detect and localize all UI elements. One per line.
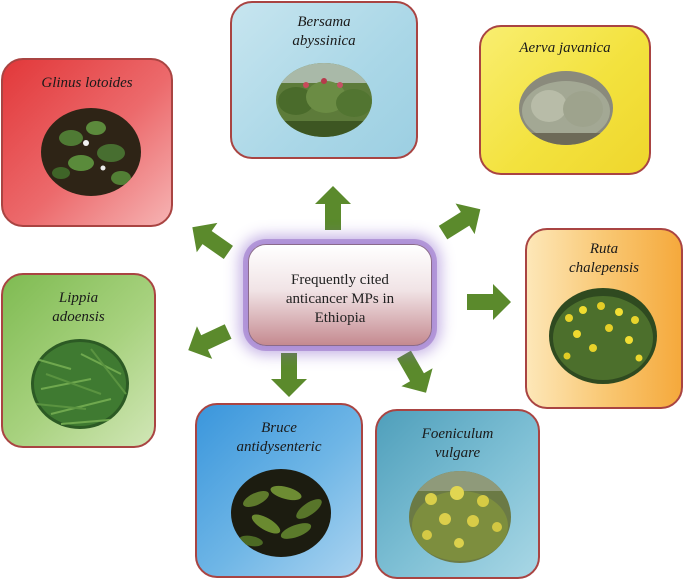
arrow-to-foeniculum	[388, 346, 441, 402]
plant-photo	[31, 339, 129, 429]
plant-card-ruta-chalepensis: Ruta chalepensis	[525, 228, 683, 409]
plant-photo	[519, 71, 613, 145]
plant-name: Bruce antidysenteric	[197, 419, 361, 457]
arrow-to-glinus	[182, 212, 239, 267]
plant-photo	[409, 471, 511, 563]
plant-card-aerva-javanica: Aerva javanica	[479, 25, 651, 175]
plant-card-lippia-adoensis: Lippia adoensis	[1, 273, 156, 448]
plant-photo	[41, 108, 141, 196]
plant-name: Foeniculum vulgare	[377, 425, 538, 463]
plant-card-bruce-antidysenteric: Bruce antidysenteric	[195, 403, 363, 578]
plant-name: Ruta chalepensis	[527, 240, 681, 278]
plant-name: Glinus lotoides	[3, 74, 171, 93]
arrow-to-bruce	[271, 353, 307, 397]
plant-card-foeniculum-vulgare: Foeniculum vulgare	[375, 409, 540, 579]
plant-name: Bersama abyssinica	[232, 13, 416, 51]
plant-photo	[276, 63, 372, 137]
arrow-to-lippia	[181, 315, 236, 366]
plant-card-bersama-abyssinica: Bersama abyssinica	[230, 1, 418, 159]
arrow-to-aerva	[434, 194, 490, 248]
plant-name: Aerva javanica	[481, 39, 649, 58]
arrow-to-bersama	[315, 186, 351, 230]
arrow-to-ruta	[467, 284, 511, 320]
plant-photo	[231, 469, 331, 557]
plant-card-glinus-lotoides: Glinus lotoides	[1, 58, 173, 227]
plant-name: Lippia adoensis	[3, 289, 154, 327]
center-topic-box: Frequently cited anticancer MPs in Ethio…	[248, 244, 432, 346]
center-topic-text: Frequently cited anticancer MPs in Ethio…	[249, 271, 431, 328]
plant-photo	[549, 288, 657, 384]
